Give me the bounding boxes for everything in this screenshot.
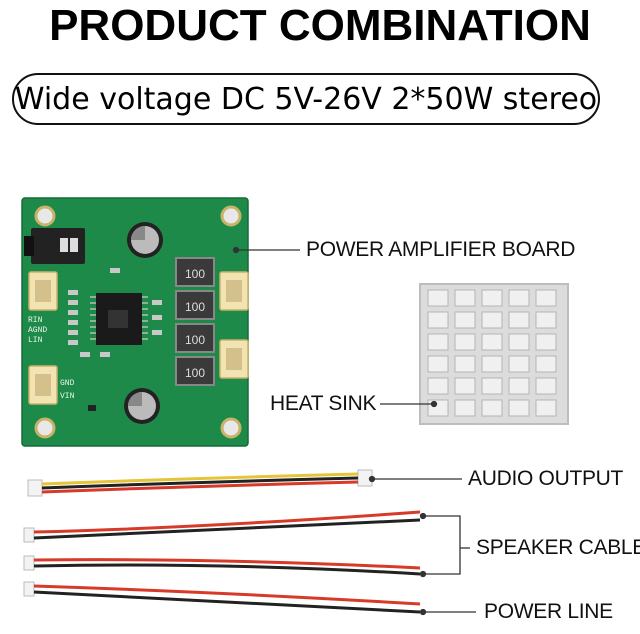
heat-sink-fin	[427, 377, 449, 395]
mounting-holes	[34, 205, 242, 439]
audio-jack	[24, 228, 85, 264]
heat-sink-fin	[481, 311, 503, 329]
inductor-value-1: 100	[185, 267, 205, 281]
label-audio-output: AUDIO OUTPUT	[468, 467, 624, 490]
label-power-amplifier-board: POWER AMPLIFIER BOARD	[306, 238, 576, 261]
heat-sink-fin	[508, 311, 530, 329]
silk-agnd: AGND	[28, 326, 47, 335]
heat-sink-fin	[535, 355, 557, 373]
inductor-value-3: 100	[185, 333, 205, 347]
smd-components	[68, 268, 162, 411]
label-power-line: POWER LINE	[484, 600, 613, 623]
inductors: 100 100 100 100	[175, 257, 215, 386]
heat-sink-fin	[427, 311, 449, 329]
heat-sink-fin	[427, 333, 449, 351]
silk-lin: LIN	[28, 336, 43, 345]
heat-sink-fin	[454, 311, 476, 329]
heat-sink-fin	[481, 377, 503, 395]
label-speaker-cable: SPEAKER CABLE	[476, 536, 640, 559]
subtitle-pill: Wide voltage DC 5V-26V 2*50W stereo	[12, 73, 600, 125]
heat-sink-fin	[454, 377, 476, 395]
capacitor-bottom	[124, 388, 160, 424]
subtitle-text: Wide voltage DC 5V-26V 2*50W stereo	[14, 81, 598, 117]
heat-sink-fin	[454, 355, 476, 373]
power-line-cable	[23, 581, 421, 614]
heat-sink-fin	[427, 355, 449, 373]
heat-sink-fin	[535, 311, 557, 329]
leader-lines	[232, 246, 476, 616]
heat-sink-fin	[481, 289, 503, 307]
speaker-cable-1	[23, 510, 421, 543]
heat-sink-fin	[535, 377, 557, 395]
heat-sink-fin	[508, 333, 530, 351]
silk-vin: VIN	[60, 392, 75, 401]
heat-sink	[419, 283, 569, 425]
inductor-value-2: 100	[185, 300, 205, 314]
heat-sink-fin	[508, 377, 530, 395]
heat-sink-fin	[481, 333, 503, 351]
heat-sink-fin	[454, 333, 476, 351]
silk-gnd: GND	[60, 379, 75, 388]
heat-sink-fin	[535, 399, 557, 417]
label-heat-sink: HEAT SINK	[270, 392, 377, 415]
speaker-cable-2	[23, 555, 421, 576]
inductor-value-4: 100	[185, 366, 205, 380]
audio-output-cable	[27, 469, 373, 497]
capacitor-top	[127, 222, 163, 258]
amplifier-ic	[90, 293, 148, 345]
silk-rin: RIN	[28, 316, 43, 325]
heat-sink-fin	[454, 289, 476, 307]
page-title: PRODUCT COMBINATION	[49, 1, 591, 50]
heat-sink-fin	[535, 333, 557, 351]
heat-sink-fin	[427, 289, 449, 307]
heat-sink-fin	[508, 355, 530, 373]
heat-sink-fin	[454, 399, 476, 417]
heat-sink-fin	[535, 289, 557, 307]
heat-sink-fin	[508, 399, 530, 417]
heat-sink-fin	[427, 399, 449, 417]
power-amplifier-board: 100 100 100 100 RIN AGND LIN GND VIN	[21, 197, 249, 447]
heat-sink-fin	[508, 289, 530, 307]
heat-sink-fin	[481, 399, 503, 417]
heat-sink-fin	[481, 355, 503, 373]
